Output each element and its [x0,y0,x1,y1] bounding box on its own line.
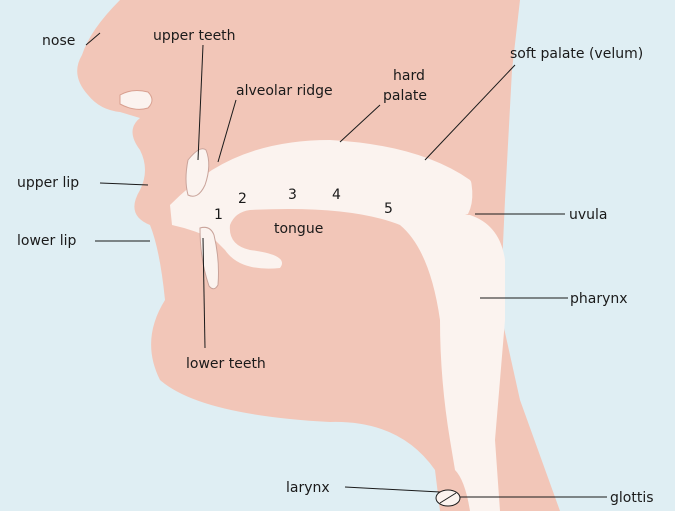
leader-larynx [345,487,440,492]
label-tongue: tongue [274,221,323,237]
nostril-shape [120,91,152,110]
label-nose: nose [42,33,75,49]
label-lower-teeth: lower teeth [186,356,266,372]
point-4: 4 [332,187,341,203]
point-2: 2 [238,191,247,207]
label-pharynx: pharynx [570,291,628,307]
point-5: 5 [384,201,393,217]
label-glottis: glottis [610,490,654,506]
label-upper-teeth: upper teeth [153,28,236,44]
label-lower-lip: lower lip [17,233,77,249]
label-upper-lip: upper lip [17,175,79,191]
label-larynx: larynx [286,480,330,496]
label-uvula: uvula [569,207,608,223]
leader-upper-lip [100,183,148,185]
point-1: 1 [214,207,223,223]
label-alveolar-ridge: alveolar ridge [236,83,333,99]
point-3: 3 [288,187,297,203]
label-hard-palate-2: palate [383,88,427,104]
label-hard-palate-1: hard [393,68,425,84]
label-soft-palate: soft palate (velum) [510,46,643,62]
